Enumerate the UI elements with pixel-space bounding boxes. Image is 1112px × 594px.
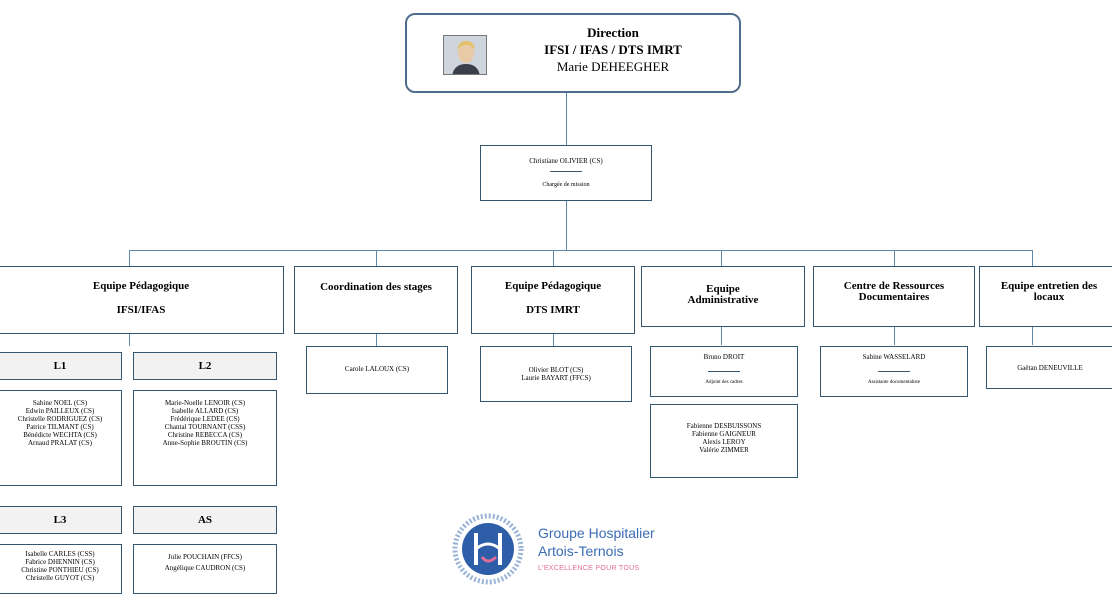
team-pedagogique-ifsi-line2: IFSI/IFAS (116, 304, 166, 316)
team-pedagogique-ifsi-line1: Equipe Pédagogique (92, 280, 190, 292)
member: Isabelle ALLARD (CS) (171, 407, 239, 415)
group-l1-box: Sabine NOEL (CS) Edwin PAILLEUX (CS) Chr… (0, 390, 122, 486)
team-entretien: Equipe entretien des locaux (979, 266, 1112, 327)
connector-admin (721, 327, 722, 345)
team-pedagogique-dts: Equipe Pédagogique DTS IMRT (471, 266, 635, 334)
member: Isabelle CARLES (CSS) (25, 550, 95, 558)
admin-members-box: Fabienne DESBUISSONS Fabienne GAIGNEUR A… (650, 404, 798, 478)
mission-name: Christiane OLIVIER (CS) (529, 157, 603, 165)
director-name: Marie DEHEEGHER (556, 59, 670, 74)
dts-members-box: Olivier BLOT (CS) Laurie BAYART (FFCS) (480, 346, 632, 402)
member: Arnaud PRALAT (CS) (27, 439, 93, 447)
connector-team-6 (1032, 250, 1033, 266)
team-administrative: Equipe Administrative (641, 266, 805, 327)
member: Christine REBECCA (CS) (167, 431, 243, 439)
entretien-member-box: Gaëtan DENEUVILLE (986, 346, 1112, 389)
member: Sabine NOEL (CS) (32, 399, 88, 407)
team-administrative-line2: Administrative (687, 294, 759, 306)
member: Laurie BAYART (FFCS) (521, 374, 591, 382)
team-pedagogique-dts-line1: Equipe Pédagogique (504, 280, 602, 292)
group-as-header: AS (133, 506, 277, 534)
mission-separator (550, 171, 582, 172)
crd-head-box: Sabine WASSELARD Assistante documentalis… (820, 346, 968, 397)
logo-tagline: L'EXCELLENCE POUR TOUS (538, 565, 640, 572)
member: Angélique CAUDRON (CS) (164, 564, 246, 572)
team-entretien-line2: locaux (1033, 291, 1065, 303)
group-l2-members: Marie-Noelle LENOIR (CS) Isabelle ALLARD… (134, 399, 276, 447)
group-l3-header: L3 (0, 506, 122, 534)
member: Christelle RODRIGUEZ (CS) (17, 415, 103, 423)
group-l3-box: Isabelle CARLES (CSS) Fabrice DHENNIN (C… (0, 544, 122, 594)
connector-team-2 (376, 250, 377, 266)
crd-head-name: Sabine WASSELARD (862, 353, 926, 361)
team-stages-label: Coordination des stages (320, 281, 432, 293)
member: Alexis LEROY (702, 438, 746, 446)
member: Fabrice DHENNIN (CS) (25, 558, 95, 566)
member: Anne-Sophie BROUTIN (CS) (162, 439, 248, 447)
connector-ifsi (129, 334, 130, 346)
group-l3-members: Isabelle CARLES (CSS) Fabrice DHENNIN (C… (0, 550, 121, 582)
connector-teams-bar (129, 250, 1033, 251)
crd-head-separator (878, 371, 910, 372)
stages-member-box: Carole LALOUX (CS) (306, 346, 448, 394)
group-as-box: Julie POUCHAIN (FFCS) Angélique CAUDRON … (133, 544, 277, 594)
member: Frédérique LEDEE (CS) (170, 415, 240, 423)
admin-head-role: Adjoint des cadres (705, 380, 743, 385)
group-l1-members: Sabine NOEL (CS) Edwin PAILLEUX (CS) Chr… (0, 399, 121, 447)
team-crd-line1: Centre de Ressources (843, 280, 945, 292)
group-l2-header: L2 (133, 352, 277, 380)
member: Olivier BLOT (CS) (528, 366, 584, 374)
logo-title-line1: Groupe Hospitalier (538, 525, 655, 541)
team-pedagogique-dts-line2: DTS IMRT (526, 304, 580, 316)
hospital-logo (452, 513, 524, 585)
admin-members: Fabienne DESBUISSONS Fabienne GAIGNEUR A… (651, 422, 797, 454)
connector-team-1 (129, 250, 130, 266)
connector-direction (566, 93, 567, 145)
member: Bénédicte WECHTA (CS) (23, 431, 97, 439)
group-as-members: Julie POUCHAIN (FFCS) Angélique CAUDRON … (134, 552, 276, 574)
dts-members: Olivier BLOT (CS) Laurie BAYART (FFCS) (481, 366, 631, 382)
avatar (443, 35, 487, 75)
member: Patrice TILMANT (CS) (26, 423, 94, 431)
member: Carole LALOUX (CS) (344, 365, 410, 373)
mission-role: Chargée de mission (542, 182, 590, 188)
connector-entretien (1032, 327, 1033, 345)
member: Fabienne GAIGNEUR (692, 430, 756, 438)
connector-stages (376, 334, 377, 346)
member: Chantal TOURNANT (CSS) (164, 423, 246, 431)
group-l2-box: Marie-Noelle LENOIR (CS) Isabelle ALLARD… (133, 390, 277, 486)
member: Christine PONTHIEU (CS) (21, 566, 99, 574)
team-pedagogique-ifsi: Equipe Pédagogique IFSI/IFAS (0, 266, 284, 334)
member: Julie POUCHAIN (FFCS) (168, 553, 242, 561)
connector-team-4 (721, 250, 722, 266)
member: Marie-Noelle LENOIR (CS) (164, 399, 246, 407)
team-administrative-line1: Equipe (706, 283, 740, 295)
member: Edwin PAILLEUX (CS) (25, 407, 95, 415)
admin-head-box: Bruno DROIT Adjoint des cadres (650, 346, 798, 397)
connector-team-5 (894, 250, 895, 266)
connector-mission (566, 201, 567, 251)
team-entretien-line1: Equipe entretien des (1000, 280, 1098, 292)
admin-head-separator (708, 371, 740, 372)
connector-dts (553, 334, 554, 346)
member: Fabienne DESBUISSONS (686, 422, 762, 430)
crd-head-role: Assistante documentaliste (867, 380, 921, 385)
member: Christelle GUYOT (CS) (25, 574, 95, 582)
connector-crd (894, 327, 895, 345)
admin-head-name: Bruno DROIT (703, 353, 745, 361)
team-crd: Centre de Ressources Documentaires (813, 266, 975, 327)
direction-subtitle: IFSI / IFAS / DTS IMRT (544, 42, 682, 57)
direction-title: Direction (587, 25, 639, 40)
team-crd-line2: Documentaires (858, 291, 930, 303)
logo-title-line2: Artois-Ternois (538, 543, 624, 559)
member: Gaëtan DENEUVILLE (1017, 364, 1083, 372)
team-stages: Coordination des stages (294, 266, 458, 334)
direction-box: Direction IFSI / IFAS / DTS IMRT Marie D… (405, 13, 741, 93)
group-l1-header: L1 (0, 352, 122, 380)
mission-box: Christiane OLIVIER (CS) Chargée de missi… (480, 145, 652, 201)
member: Valérie ZIMMER (699, 446, 749, 454)
connector-team-3 (553, 250, 554, 266)
